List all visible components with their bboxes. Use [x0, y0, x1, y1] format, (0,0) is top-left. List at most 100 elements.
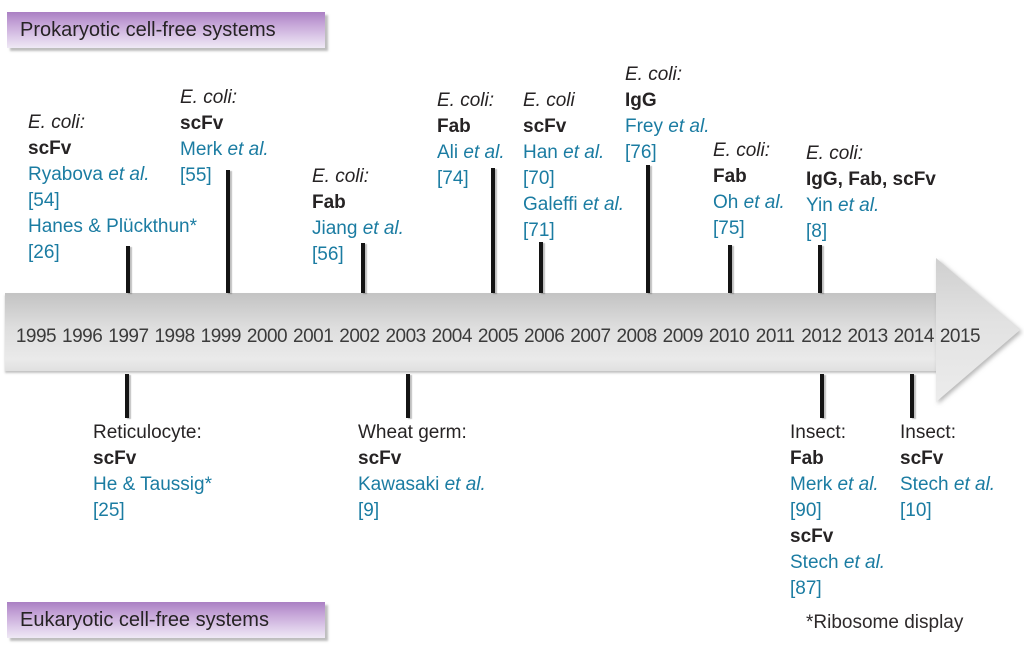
event-line-ref: [9] [358, 500, 380, 521]
event-line-authors: Merk et al. [790, 474, 879, 495]
event-line-authors: Ryabova et al. [28, 164, 150, 185]
event-line-ref: [56] [312, 244, 344, 265]
event-line-ref: [10] [900, 500, 932, 521]
year-label-2001: 2001 [293, 326, 334, 347]
timeline-tick-bottom-2014 [910, 374, 914, 418]
event-line-authors: He & Taussig* [93, 474, 212, 495]
event-line-ref: [55] [180, 165, 212, 186]
event-line-format: scFv [358, 448, 402, 469]
event-annotation-top-2008: E. coli: IgG Frey et al. [76] [625, 62, 709, 166]
event-line-authors: Galeffi et al. [523, 194, 625, 215]
event-line-authors: Hanes & Plückthun* [28, 216, 197, 237]
event-line-ref: [70] [523, 168, 555, 189]
event-line-ref: [90] [790, 500, 822, 521]
event-line-format: Fab [312, 192, 346, 213]
timeline-tick-bottom-2003 [406, 374, 410, 418]
event-line-authors: Han et al. [523, 142, 605, 163]
event-line-format: scFv [523, 116, 567, 137]
event-line-species: E. coli: [806, 143, 864, 164]
event-line-authors: Stech et al. [790, 552, 886, 573]
event-line-ref: [71] [523, 220, 555, 241]
year-label-2013: 2013 [847, 326, 888, 347]
event-line-format: Fab [713, 166, 747, 187]
event-line-species: E. coli: [437, 90, 495, 111]
timeline-tick-top-1999 [226, 170, 230, 293]
event-line-format: Fab [790, 448, 824, 469]
year-label-2015: 2015 [939, 326, 981, 347]
event-line-authors: Kawasaki et al. [358, 474, 486, 495]
event-line-authors: Jiang et al. [312, 218, 404, 239]
year-label-1998: 1998 [154, 326, 195, 347]
event-line-host: Insect: [790, 422, 846, 443]
timeline-tick-top-2012 [818, 245, 822, 293]
event-line-ref: [25] [93, 500, 125, 521]
year-label-2012: 2012 [801, 326, 842, 347]
event-line-format: scFv [900, 448, 944, 469]
event-line-species: E. coli: [28, 112, 86, 133]
event-line-format: IgG, Fab, scFv [806, 169, 936, 190]
event-line-ref: [54] [28, 190, 60, 211]
timeline-band [5, 293, 938, 371]
year-label-2007: 2007 [570, 326, 611, 347]
timeline-tick-top-2008 [646, 165, 650, 293]
event-line-ref: [87] [790, 578, 822, 599]
event-line-host: Reticulocyte: [93, 422, 202, 443]
year-label-2003: 2003 [385, 326, 426, 347]
timeline-tick-top-2002 [361, 243, 365, 293]
event-line-authors: Ali et al. [437, 142, 505, 163]
year-label-1999: 1999 [200, 326, 242, 347]
event-line-format: Fab [437, 116, 471, 137]
event-line-species: E. coli: [625, 64, 683, 85]
year-label-2006: 2006 [524, 326, 565, 347]
event-line-format: scFv [28, 138, 72, 159]
event-line-authors: Stech et al. [900, 474, 996, 495]
event-annotation-bottom-1997: Reticulocyte: scFv He & Taussig* [25] [93, 420, 212, 524]
event-line-format: scFv [93, 448, 137, 469]
timeline-tick-top-2010 [728, 245, 732, 293]
year-label-2014: 2014 [893, 326, 935, 347]
event-line-host: Wheat germ: [358, 422, 467, 443]
event-line-format: IgG [625, 90, 657, 111]
year-label-2002: 2002 [339, 326, 380, 347]
event-line-species: E. coli [523, 90, 575, 111]
year-label-2004: 2004 [431, 326, 473, 347]
event-line-ref: [26] [28, 242, 60, 263]
year-label-2005: 2005 [477, 326, 519, 347]
timeline-arrowhead [936, 258, 1020, 402]
timeline-tick-bottom-1997 [125, 374, 129, 418]
event-annotation-top-2010: E. coli: Fab Oh et al. [75] [713, 138, 785, 242]
timeline-tick-top-2005 [491, 168, 495, 293]
timeline-tick-top-1997 [126, 246, 130, 293]
event-line-species: E. coli: [312, 166, 370, 187]
event-line-authors: Oh et al. [713, 192, 785, 213]
year-label-1995: 1995 [15, 326, 57, 347]
year-label-1997: 1997 [108, 326, 149, 347]
event-line-authors: Merk et al. [180, 139, 269, 160]
event-line-species: E. coli: [180, 87, 238, 108]
event-line-ref: [74] [437, 168, 469, 189]
event-line-format: scFv [180, 113, 224, 134]
year-label-1996: 1996 [62, 326, 103, 347]
prokaryotic-systems-label: Prokaryotic cell-free systems [7, 12, 325, 48]
year-label-2011: 2011 [755, 326, 795, 347]
year-label-2000: 2000 [246, 326, 288, 347]
event-line-ref: [76] [625, 142, 657, 163]
timeline-tick-bottom-2012 [820, 374, 824, 418]
event-line-authors: Yin et al. [806, 195, 880, 216]
event-line-ref: [75] [713, 218, 745, 239]
ribosome-display-footnote: *Ribosome display [806, 612, 964, 633]
event-line-authors: Frey et al. [625, 116, 710, 137]
event-line-format: scFv [790, 526, 834, 547]
eukaryotic-systems-label: Eukaryotic cell-free systems [7, 602, 325, 638]
event-line-species: E. coli: [713, 140, 771, 161]
year-label-2009: 2009 [662, 326, 704, 347]
event-line-host: Insect: [900, 422, 956, 443]
